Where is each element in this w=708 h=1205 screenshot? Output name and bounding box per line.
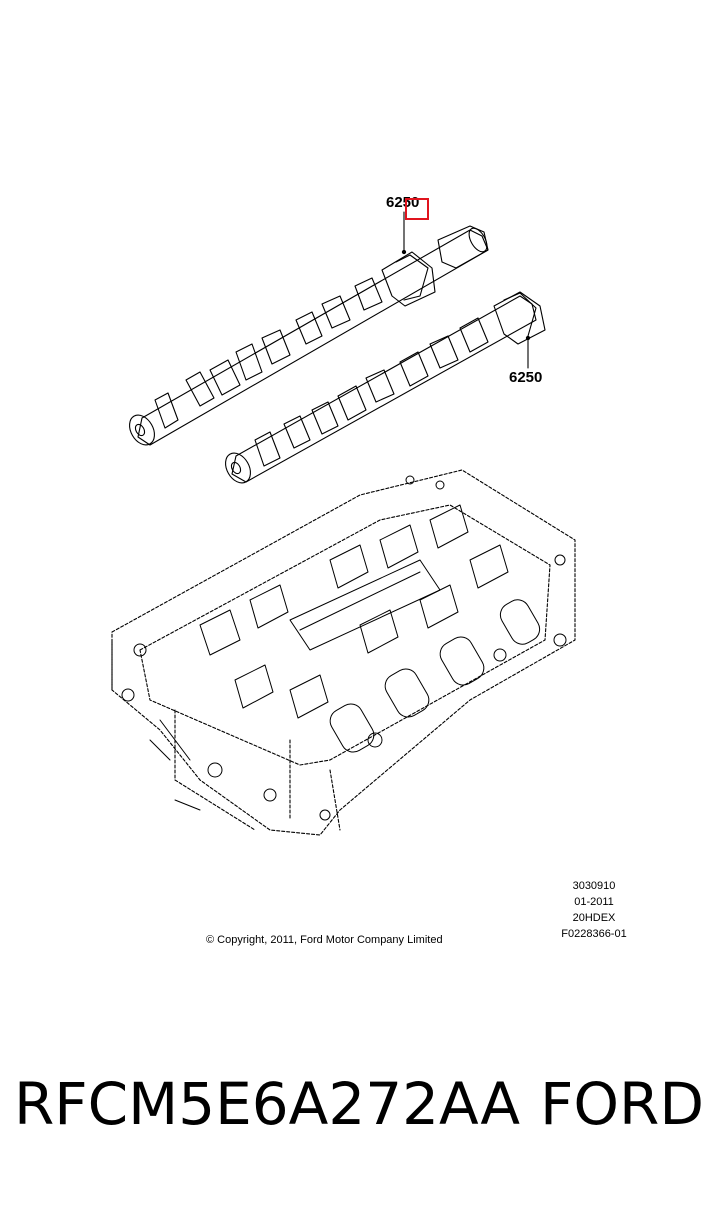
drawing-info-line: 3030910 (572, 880, 616, 892)
callout-label-lower: 6250 (509, 369, 543, 386)
cylinder-head (111, 469, 576, 836)
part-number: RFCM5E6A272AA (14, 1070, 520, 1138)
lower-camshaft (225, 291, 546, 484)
upper-camshaft (129, 225, 489, 446)
drawing-info-line: 01-2011 (574, 896, 614, 908)
cylinder-head-details (121, 475, 567, 821)
brand-name: FORD (540, 1070, 704, 1138)
copyright-notice: © Copyright, 2011, Ford Motor Company Li… (206, 934, 443, 946)
drawing-info: 3030910 01-2011 20HDEX F0228366-01 (548, 878, 640, 942)
highlight-marker (405, 198, 429, 220)
drawing-info-line: 20HDEX (572, 912, 616, 924)
drawing-info-line: F0228366-01 (561, 928, 627, 940)
